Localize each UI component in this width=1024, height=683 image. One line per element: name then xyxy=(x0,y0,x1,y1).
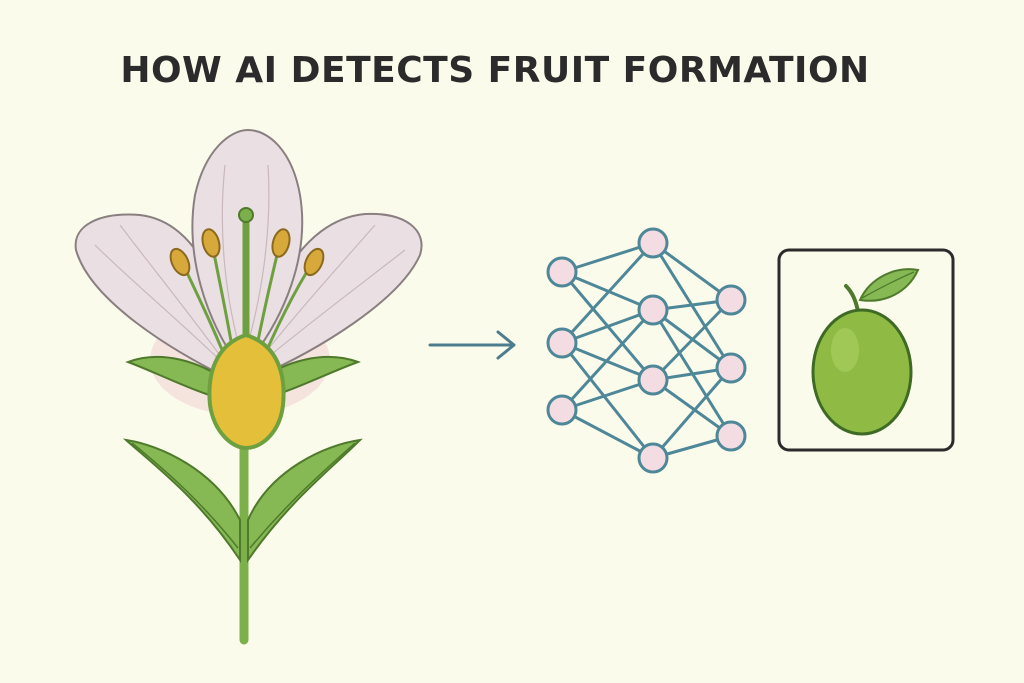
network-node xyxy=(637,227,669,259)
network-edge xyxy=(561,241,654,274)
anther-1 xyxy=(169,247,191,277)
fruit-frame xyxy=(777,248,955,452)
leaf-right-vein xyxy=(249,442,356,549)
network-node xyxy=(637,294,669,326)
network-edge xyxy=(561,378,654,412)
network-edge xyxy=(561,408,654,460)
network-edge xyxy=(560,308,655,412)
network-node xyxy=(715,420,747,452)
network-node xyxy=(546,394,578,426)
flower-illustration xyxy=(74,128,423,645)
network-node xyxy=(546,256,578,288)
fruit-leaf-vein xyxy=(861,271,915,299)
arrow-right-icon xyxy=(428,330,516,360)
ovary xyxy=(207,332,286,451)
fruit-icon xyxy=(811,268,920,436)
network-node xyxy=(637,442,669,474)
network-node xyxy=(715,352,747,384)
diagram-title: HOW AI DETECTS FRUIT FORMATION xyxy=(120,50,870,91)
network-edge xyxy=(561,308,654,345)
anther-2 xyxy=(201,228,221,258)
neural-network-icon xyxy=(546,227,747,474)
network-edge xyxy=(652,241,732,302)
fruit-highlight xyxy=(831,328,859,372)
network-edge xyxy=(560,241,655,345)
fruit-stem xyxy=(844,284,860,314)
network-edge xyxy=(652,378,732,438)
network-edge xyxy=(651,298,733,382)
leaf-left-vein xyxy=(131,442,239,549)
leaf-right xyxy=(247,438,363,564)
pistil-stigma xyxy=(238,207,254,223)
sepal-left xyxy=(125,355,234,402)
leaf-left xyxy=(122,438,241,564)
fruit-body xyxy=(811,308,913,436)
anther-3 xyxy=(271,228,291,258)
network-node xyxy=(715,284,747,316)
network-node xyxy=(546,327,578,359)
neural-network-edges xyxy=(560,241,733,460)
network-edge xyxy=(651,367,733,459)
network-node xyxy=(637,364,669,396)
network-edge xyxy=(560,342,655,459)
anther-4 xyxy=(303,247,325,277)
